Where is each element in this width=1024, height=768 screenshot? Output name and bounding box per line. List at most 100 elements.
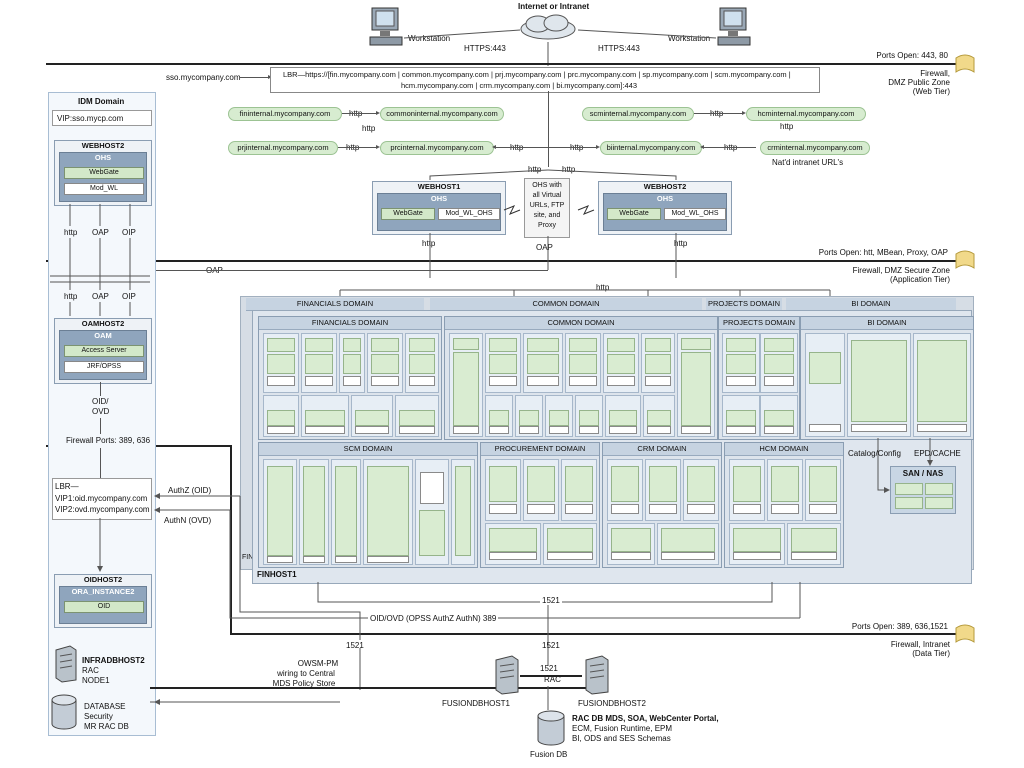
arrow-prc-lbr <box>492 145 548 149</box>
port-1521-top: 1521 <box>540 596 562 605</box>
idm-lbr-l3: VIP2:ovd.mycompany.com <box>55 505 150 514</box>
oap-note: OAP <box>536 243 553 252</box>
port-1521-rac: 1521 <box>540 664 558 673</box>
app-ports: Ports Open: htt, MBean, Proxy, OAP <box>818 248 948 257</box>
workstation-left-label: Workstation <box>408 34 451 43</box>
arrow-fin-common <box>342 111 380 115</box>
scm-domain-title: SCM DOMAIN <box>259 443 477 456</box>
webhost2-mod: Mod_WL_OHS <box>664 208 726 220</box>
idm-oap2: OAP <box>92 292 109 301</box>
natd-label: Nat'd intranet URL's <box>772 158 844 167</box>
finhost1-label: FINHOST1 <box>257 570 297 579</box>
hcminternal-pill: hcminternal.mycompany.com <box>746 107 866 121</box>
idm-oap1: OAP <box>92 228 109 237</box>
epd-label: EPD/CACHE <box>914 449 961 458</box>
firewall-icon-app <box>954 248 975 270</box>
http-wh1-down: http <box>422 239 436 248</box>
data-ports: Ports Open: 389, 636,1521 <box>851 622 948 631</box>
firewall-icon-web <box>954 52 975 74</box>
scminternal-pill: scminternal.mycompany.com <box>582 107 694 121</box>
arrow-crm-bi <box>700 145 756 149</box>
authn-label: AuthN (OVD) <box>164 516 212 525</box>
idm-vip-box: VIP:sso.mycp.com <box>52 110 152 126</box>
oidhost2-inst: ORA_INSTANCE2 <box>71 587 135 596</box>
idm-http2: http <box>64 292 78 301</box>
webhost2-ohs: OHS <box>656 194 674 203</box>
ohs-note-l1: OHS with <box>532 182 562 189</box>
owsm-l3: MDS Policy Store <box>272 679 336 688</box>
san-links <box>877 438 933 493</box>
idm-lbr-l2: VIP1:oid.mycompany.com <box>55 494 148 503</box>
idm-webhost2-title: WEBHOST2 <box>81 141 125 150</box>
db-l3: MR RAC DB <box>84 722 129 731</box>
financials-domain-title: FINANCIALS DOMAIN <box>259 317 441 330</box>
prcinternal-pill: prcinternal.mycompany.com <box>380 141 494 155</box>
http-wh2-down: http <box>674 239 688 248</box>
firewall-icon-data <box>954 622 975 644</box>
financials-domain: FINANCIALS DOMAIN <box>258 316 442 440</box>
port-1521-center: 1521 <box>542 641 560 650</box>
hcm-domain: HCM DOMAIN <box>724 442 844 568</box>
idm-oip1: OIP <box>122 228 136 237</box>
scm-domain: SCM DOMAIN <box>258 442 478 568</box>
security-db-icon <box>50 694 78 730</box>
san-box: SAN / NAS <box>890 466 956 514</box>
web-fw2: DMZ Public Zone <box>888 78 950 87</box>
data-fw2: (Data Tier) <box>912 649 950 658</box>
infra-l3: NODE1 <box>82 676 110 685</box>
workstation-right-label: Workstation <box>668 34 711 43</box>
webhost2-title: WEBHOST2 <box>643 182 687 191</box>
idm-fw-ports: Firewall Ports: 389, 636 <box>66 436 151 445</box>
https-left-label: HTTPS:443 <box>464 44 506 53</box>
oamhost2-box: OAMHOST2 OAM Access Server JRF/OPSS <box>54 318 152 384</box>
owsm-l2: wiring to Central <box>277 669 335 678</box>
lbr-box: LBR—https://[fin.mycompany.com | common.… <box>270 67 820 93</box>
infra-l2: RAC <box>82 666 99 675</box>
ohs-note: OHS with all Virtual URLs, FTP site, and… <box>524 178 570 238</box>
lbr-line1: LBR—https://[fin.mycompany.com | common.… <box>283 70 791 79</box>
data-zone-drop <box>230 445 232 635</box>
http-common-down: http <box>362 124 376 133</box>
hcm-domain-title: HCM DOMAIN <box>725 443 843 456</box>
fininternal-pill: fininternal.mycompany.com <box>228 107 342 121</box>
catalog-label: Catalog/Config <box>848 449 901 458</box>
db-l2: Security <box>84 712 113 721</box>
commoninternal-pill: commoninternal.mycompany.com <box>380 107 504 121</box>
oidhost2-oid: OID <box>64 601 144 613</box>
webhost1-title: WEBHOST1 <box>417 182 461 191</box>
webhost2-webgate: WebGate <box>607 208 661 220</box>
sso-label: sso.mycompany.com <box>166 73 241 82</box>
arrow-prj-prc <box>338 145 380 149</box>
prjinternal-pill: prjinternal.mycompany.com <box>228 141 338 155</box>
biinternal-pill: biinternal.mycompany.com <box>600 141 702 155</box>
http-to-webhost2: http <box>562 165 576 174</box>
webhost-down-links <box>429 205 677 278</box>
bi-domain-title: BI DOMAIN <box>801 317 973 330</box>
cloud-icon <box>518 12 578 42</box>
lbr-webhost-links <box>429 169 677 180</box>
workstation-right-icon <box>716 6 752 52</box>
ohs-note-l5: Proxy <box>538 222 556 229</box>
san-label: SAN / NAS <box>902 469 944 478</box>
idm-http1: http <box>64 228 78 237</box>
racdb-l1: RAC DB MDS, SOA, WebCenter Portal, <box>572 714 719 723</box>
web-fw3: (Web Tier) <box>912 87 950 96</box>
idm-oip2: OIP <box>122 292 136 301</box>
fdb1-label: FUSIONDBHOST1 <box>442 699 511 708</box>
common-domain-title: COMMON DOMAIN <box>445 317 717 330</box>
idm-webhost2-mod: Mod_WL <box>64 183 144 195</box>
crm-domain-title: CRM DOMAIN <box>603 443 721 456</box>
fw-down <box>100 448 101 478</box>
app-fw1: Firewall, DMZ Secure Zone <box>852 266 950 275</box>
fusiondbhost1-server-icon <box>492 655 520 695</box>
bi-domain: BI DOMAIN <box>800 316 974 440</box>
webhost1-box: WEBHOST1 OHS WebGate Mod_WL_OHS <box>372 181 506 235</box>
racdb-l2: ECM, Fusion Runtime, EPM <box>572 724 673 733</box>
fusion-db-icon <box>536 710 566 746</box>
common-domain: COMMON DOMAIN <box>444 316 718 440</box>
infradb-server-icon <box>52 645 78 683</box>
projects-domain-title: PROJECTS DOMAIN <box>719 317 799 330</box>
idm-ovd: OVD <box>92 407 110 416</box>
